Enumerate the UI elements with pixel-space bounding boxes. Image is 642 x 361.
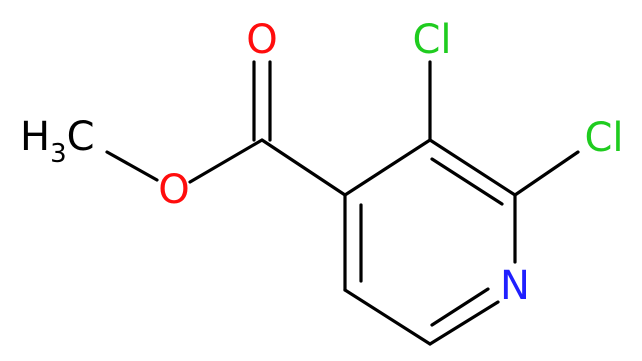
methyl-h: H bbox=[20, 114, 50, 160]
methyl-sub: 3 bbox=[50, 139, 67, 169]
bond-c4-ccarbonyl bbox=[260, 138, 347, 197]
atom-o-carbonyl: O bbox=[246, 17, 277, 63]
bond-c3-c2 bbox=[428, 138, 517, 197]
bond-c2-cl bbox=[513, 150, 580, 197]
bond-oester-methyl bbox=[105, 150, 159, 182]
atom-o-ester: O bbox=[158, 167, 189, 213]
bond-c3-c2-inner bbox=[430, 157, 504, 206]
pyridine-ring-bonds bbox=[343, 138, 517, 346]
bond-c4-c3 bbox=[343, 138, 432, 197]
atom-cl-2: Cl bbox=[584, 115, 623, 161]
atom-n-ring: N bbox=[500, 263, 530, 309]
atom-methyl-label: H3C bbox=[20, 114, 95, 169]
atom-labels: O O H3C Cl Cl N bbox=[20, 17, 624, 309]
bond-c-oester bbox=[188, 138, 264, 184]
bond-n-c6 bbox=[428, 300, 500, 346]
bond-c6-c5 bbox=[343, 288, 432, 346]
atom-cl-3: Cl bbox=[412, 17, 451, 63]
bond-n-c6-inner bbox=[430, 287, 490, 327]
substituent-bonds bbox=[105, 60, 580, 197]
methyl-c: C bbox=[67, 114, 95, 160]
